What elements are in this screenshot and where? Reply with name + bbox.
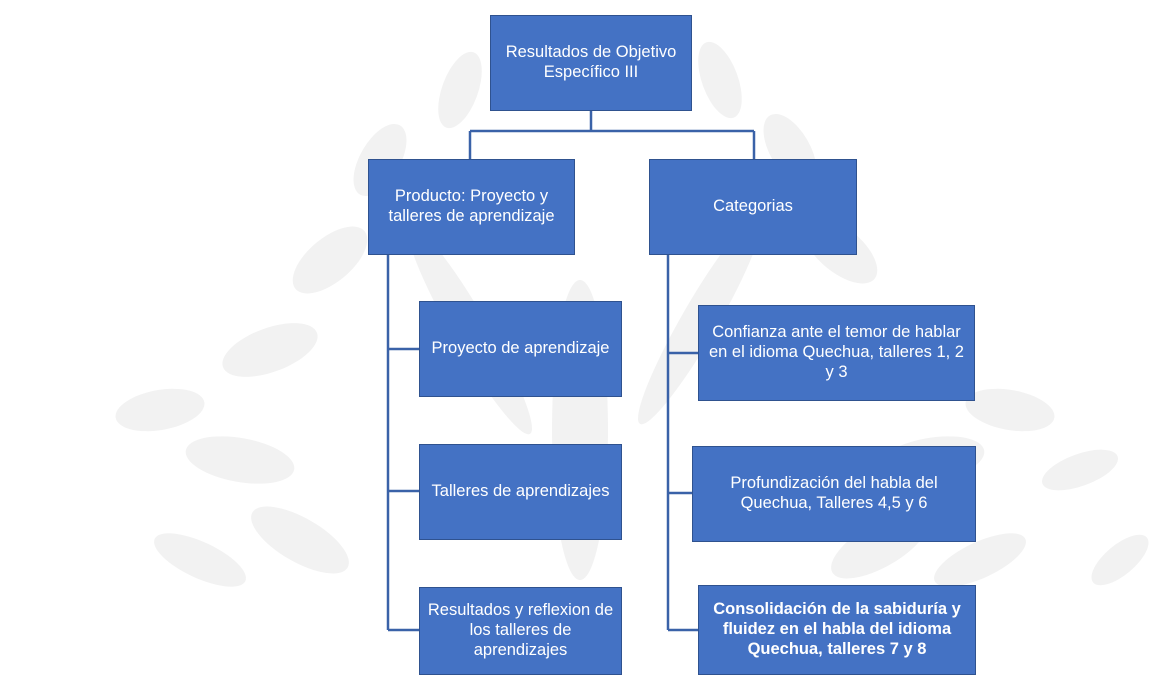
root-node: Resultados de Objetivo Específico III [490, 15, 692, 111]
leaf-node-label: Profundización del habla del Quechua, Ta… [730, 474, 938, 512]
leaf-node-label: Resultados y reflexion de los talleres d… [427, 601, 614, 659]
root-node-label: Resultados de Objetivo Específico III [505, 43, 677, 81]
leaf-node-confianza: Confianza ante el temor de hablar en el … [698, 305, 975, 401]
leaf-node-proyecto: Proyecto de aprendizaje [419, 301, 622, 397]
leaf-node-label: Proyecto de aprendizaje [431, 339, 610, 358]
branch-node-producto: Producto: Proyecto y talleres de aprendi… [368, 159, 575, 255]
leaf-node-label: Confianza ante el temor de hablar en el … [709, 323, 964, 381]
branch-node-label: Categorias [713, 197, 793, 216]
leaf-node-label: Consolidación de la sabiduría y fluidez … [713, 600, 961, 658]
leaf-node-label: Talleres de aprendizajes [431, 482, 610, 501]
branch-node-categorias: Categorias [649, 159, 857, 255]
branch-node-label: Producto: Proyecto y talleres de aprendi… [388, 187, 555, 225]
leaf-node-profundizacion: Profundización del habla del Quechua, Ta… [692, 446, 976, 542]
leaf-node-talleres: Talleres de aprendizajes [419, 444, 622, 540]
leaf-node-consolidacion: Consolidación de la sabiduría y fluidez … [698, 585, 976, 675]
leaf-node-resultados: Resultados y reflexion de los talleres d… [419, 587, 622, 675]
